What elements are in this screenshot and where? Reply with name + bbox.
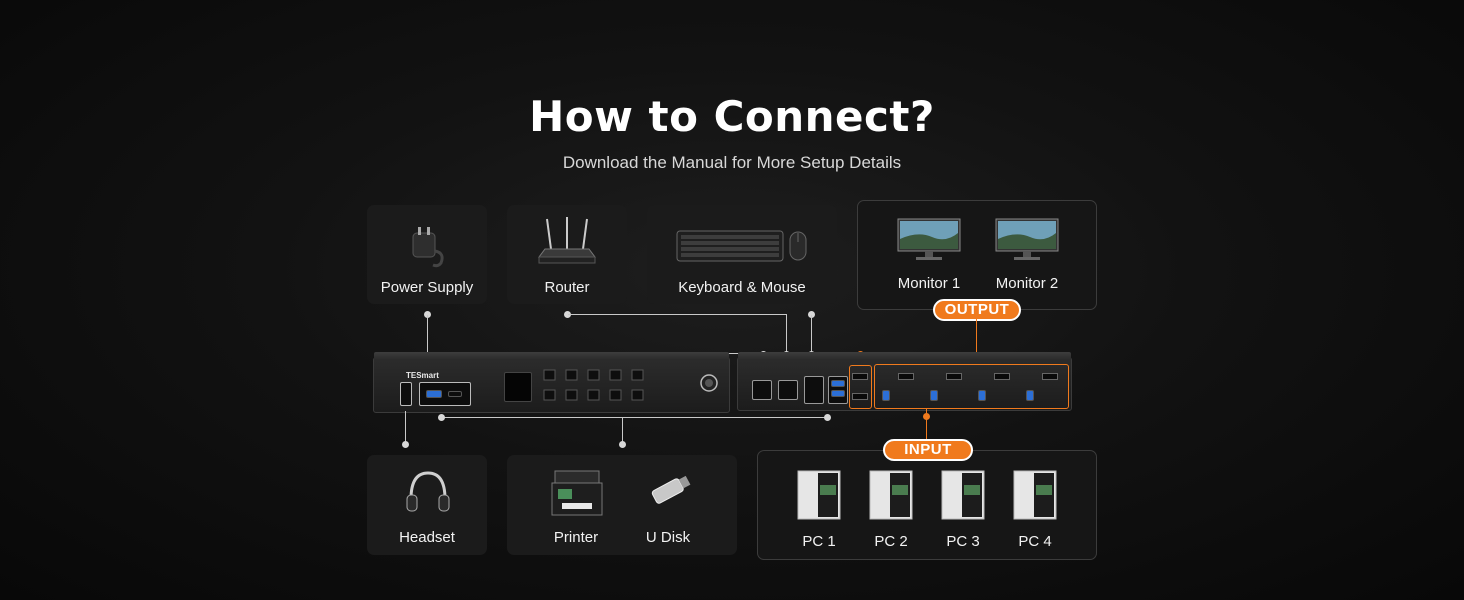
power-supply-label: Power Supply [380, 279, 474, 296]
monitor-2-label: Monitor 2 [995, 275, 1059, 292]
printer-label: Printer [553, 529, 599, 546]
keyboard-mouse-label: Keyboard & Mouse [678, 279, 806, 296]
oled-display [504, 372, 532, 402]
output-connector-line [976, 318, 977, 354]
power-connector-dot [424, 311, 431, 318]
router-connector-line-v [786, 314, 787, 352]
audio-ports [400, 382, 412, 406]
usb-a-port [426, 390, 442, 398]
usb-devices-card: Printer U Disk [507, 455, 737, 555]
output-port-group [849, 365, 872, 409]
front-buttons [543, 369, 644, 401]
power-connector-line [427, 315, 428, 353]
router-connector-dot [564, 311, 571, 318]
output-hdmi-2 [852, 393, 868, 400]
output-card: Monitor 1 Monitor 2 [857, 200, 1097, 310]
usb-front-dot [438, 414, 445, 421]
dc-power-port [752, 380, 772, 400]
keyboard-mouse-card: Keyboard & Mouse [647, 205, 837, 304]
input-hdmi-4 [1042, 373, 1058, 380]
lan-port [778, 380, 798, 400]
kvm-rear-panel [737, 352, 1072, 411]
input-hdmi-1 [898, 373, 914, 380]
usb-devices-dot [619, 441, 626, 448]
input-badge: INPUT [883, 439, 973, 461]
pc-3-icon [941, 470, 985, 520]
headset-label: Headset [399, 529, 455, 546]
usb3-port [831, 380, 845, 387]
usb-connector-line [442, 417, 828, 418]
usb-rear-dot [824, 414, 831, 421]
monitor-1-label: Monitor 1 [897, 275, 961, 292]
input-card: PC 1 PC 2 PC 3 PC 4 [757, 450, 1097, 560]
rear-usb-ports [804, 376, 824, 404]
usb-drive-icon [651, 475, 691, 504]
output-badge: OUTPUT [933, 299, 1021, 321]
page-title: How to Connect? [529, 92, 935, 141]
input-connector-line [926, 409, 927, 441]
input-port-dot [923, 413, 930, 420]
keyboard-connector-dot [808, 311, 815, 318]
kvm-front-lip [374, 352, 729, 360]
usb-connector-line-v [622, 417, 623, 443]
pc-1-icon [797, 470, 841, 520]
kvm-front-panel: TESmart [373, 352, 730, 413]
pc-3-label: PC 3 [946, 533, 980, 550]
kvm-rear-lip [738, 352, 1071, 360]
printer-icon [551, 470, 603, 516]
input-hdmi-2 [946, 373, 962, 380]
page-subtitle: Download the Manual for More Setup Detai… [562, 153, 902, 172]
keyboard-icon [676, 230, 784, 262]
router-connector-line [568, 314, 786, 315]
input-hdmi-3 [994, 373, 1010, 380]
kvm-brand: TESmart [406, 371, 439, 380]
usb3-port-2 [831, 390, 845, 397]
usb-c-port [448, 391, 462, 397]
headset-connector-dot [402, 441, 409, 448]
keyboard-connector-line [811, 315, 812, 352]
input-port-group [874, 364, 1069, 409]
pc-4-label: PC 4 [1018, 533, 1052, 550]
pc-2-label: PC 2 [874, 533, 908, 550]
input-usb-2 [930, 390, 938, 401]
power-supply-card: Power Supply [367, 205, 487, 304]
pc-1-label: PC 1 [802, 533, 836, 550]
monitor-1-icon [897, 218, 961, 260]
input-usb-3 [978, 390, 986, 401]
mouse-icon [789, 231, 807, 261]
headset-connector-line [405, 411, 406, 444]
router-label: Router [544, 279, 590, 296]
power-button-icon [700, 374, 718, 392]
input-usb-4 [1026, 390, 1034, 401]
headset-card: Headset [367, 455, 487, 555]
u-disk-label: U Disk [645, 529, 691, 546]
router-card: Router [507, 205, 627, 304]
output-hdmi-1 [852, 373, 868, 380]
input-usb-1 [882, 390, 890, 401]
headset-icon [406, 471, 450, 512]
router-icon [538, 217, 596, 264]
pc-2-icon [869, 470, 913, 520]
monitor-2-icon [995, 218, 1059, 260]
pc-4-icon [1013, 470, 1057, 520]
power-adapter-icon [412, 227, 444, 268]
